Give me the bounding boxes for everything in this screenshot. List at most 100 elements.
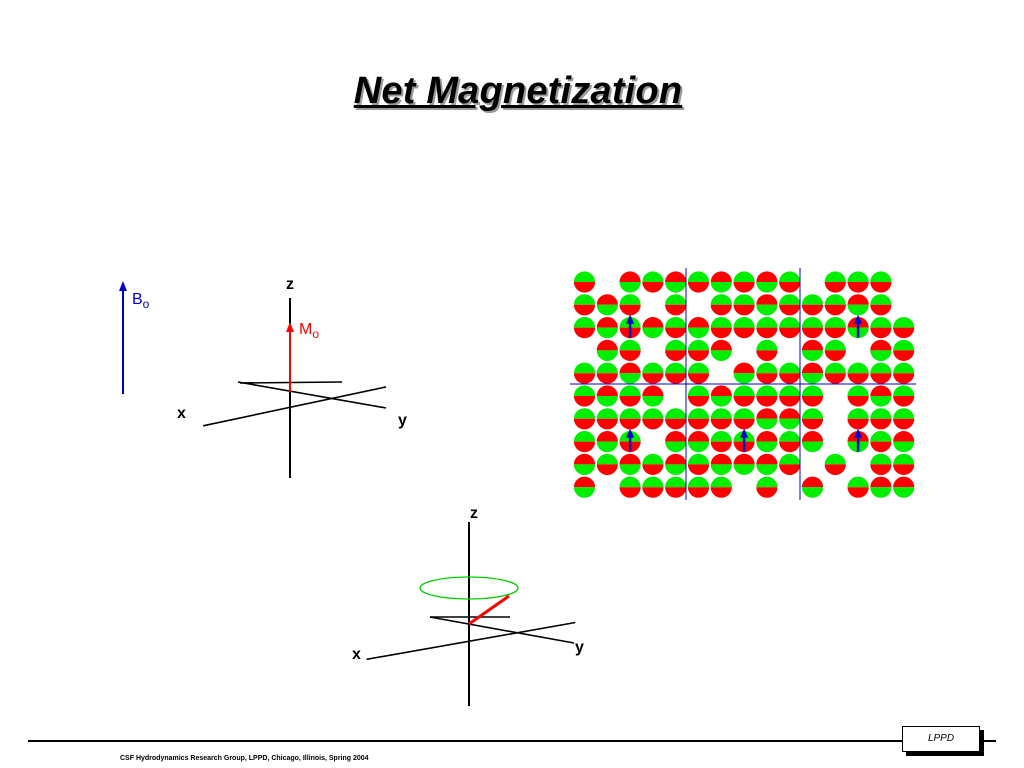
spin-bottom-half [847, 418, 869, 430]
spin-bottom-half [687, 350, 710, 361]
spin-top-half [573, 453, 596, 465]
spin-top-half [687, 362, 710, 374]
spin-bottom-half [870, 441, 892, 453]
spin-top-half [801, 476, 824, 488]
spin-bottom-half [687, 282, 710, 293]
spin-arrowhead [626, 314, 635, 324]
spin-bottom-half [665, 441, 687, 453]
spin-top-half [779, 431, 801, 442]
spin-top-half [893, 317, 915, 328]
spin-top-half [687, 317, 710, 328]
spin-top-half [665, 476, 687, 488]
spin-top-half [687, 339, 710, 351]
spin-top-half [779, 385, 801, 396]
spin-top-half [687, 476, 710, 488]
spin-bottom-half [870, 350, 892, 361]
spin-bottom-half [733, 327, 755, 339]
spin-bottom-half [710, 487, 732, 498]
spin-bottom-half [619, 304, 641, 316]
spin-bottom-half [801, 396, 824, 407]
spin-bottom-half [642, 327, 664, 339]
spin-bottom-half [687, 327, 710, 339]
spin-top-half [870, 317, 892, 328]
spin-bottom-half [733, 373, 755, 384]
spin-bottom-half [733, 418, 755, 430]
spin-top-half [687, 385, 710, 396]
spin-top-half [893, 408, 915, 419]
spin-bottom-half [870, 373, 892, 384]
spin-bottom-half [710, 441, 732, 453]
footer-text: CSF Hydrodynamics Research Group, LPPD, … [120, 755, 369, 762]
spin-bottom-half [824, 464, 846, 475]
spin-bottom-half [573, 418, 596, 430]
spin-top-half [687, 408, 710, 419]
spin-bottom-half [779, 418, 801, 430]
spin-bottom-half [642, 464, 664, 475]
spin-top-half [824, 317, 846, 328]
spin-top-half [893, 431, 915, 442]
spin-top-half [573, 476, 596, 488]
spin-bottom-half [710, 464, 732, 475]
spin-bottom-half [801, 350, 824, 361]
spin-bottom-half [893, 373, 915, 384]
spin-bottom-half [710, 396, 732, 407]
spin-bottom-half [687, 487, 710, 498]
spin-top-half [710, 431, 732, 442]
spin-top-half [665, 453, 687, 465]
spin-bottom-half [847, 487, 869, 498]
spin-top-half [870, 408, 892, 419]
x-label-bottom: x [352, 646, 361, 663]
spin-top-half [687, 271, 710, 282]
spin-bottom-half [710, 304, 732, 316]
spin-bottom-half [596, 418, 618, 430]
spin-top-half [710, 271, 732, 282]
spin-bottom-half [619, 487, 641, 498]
spin-bottom-half [756, 464, 778, 475]
spin-top-half [801, 408, 824, 419]
spin-bottom-half [596, 396, 618, 407]
spin-bottom-half [756, 418, 778, 430]
spin-bottom-half [665, 464, 687, 475]
spin-bottom-half [665, 487, 687, 498]
spin-bottom-half [756, 373, 778, 384]
spin-top-half [870, 339, 892, 351]
spin-bottom-half [596, 327, 618, 339]
y-label-bottom: y [575, 639, 584, 656]
spin-bottom-half [756, 282, 778, 293]
spin-bottom-half [687, 396, 710, 407]
spin-bottom-half [824, 373, 846, 384]
spin-bottom-half [665, 373, 687, 384]
x-label-top: x [177, 405, 186, 422]
spin-bottom-half [824, 282, 846, 293]
spin-bottom-half [847, 282, 869, 293]
spin-bottom-half [710, 282, 732, 293]
spin-top-half [893, 453, 915, 465]
spin-top-half [573, 431, 596, 442]
spin-top-half [801, 431, 824, 442]
spin-top-half [596, 453, 618, 465]
spin-top-half [870, 362, 892, 374]
spin-bottom-half [779, 282, 801, 293]
spin-bottom-half [893, 418, 915, 430]
spin-bottom-half [687, 418, 710, 430]
spin-bottom-half [573, 373, 596, 384]
spin-top-half [779, 294, 801, 305]
z-label-bottom: z [470, 505, 478, 522]
spin-bottom-half [893, 350, 915, 361]
spin-top-half [824, 339, 846, 351]
spin-top-half [847, 362, 869, 374]
spin-top-half [596, 431, 618, 442]
spin-top-half [801, 339, 824, 351]
spin-top-half [870, 294, 892, 305]
y-label-top: y [398, 412, 407, 429]
spin-top-half [665, 431, 687, 442]
spin-bottom-half [756, 350, 778, 361]
spin-bottom-half [893, 487, 915, 498]
spin-bottom-half [870, 304, 892, 316]
spin-top-half [687, 453, 710, 465]
spin-bottom-half [642, 282, 664, 293]
spin-bottom-half [619, 350, 641, 361]
spin-top-half [779, 271, 801, 282]
spin-bottom-half [824, 350, 846, 361]
spin-bottom-half [756, 396, 778, 407]
